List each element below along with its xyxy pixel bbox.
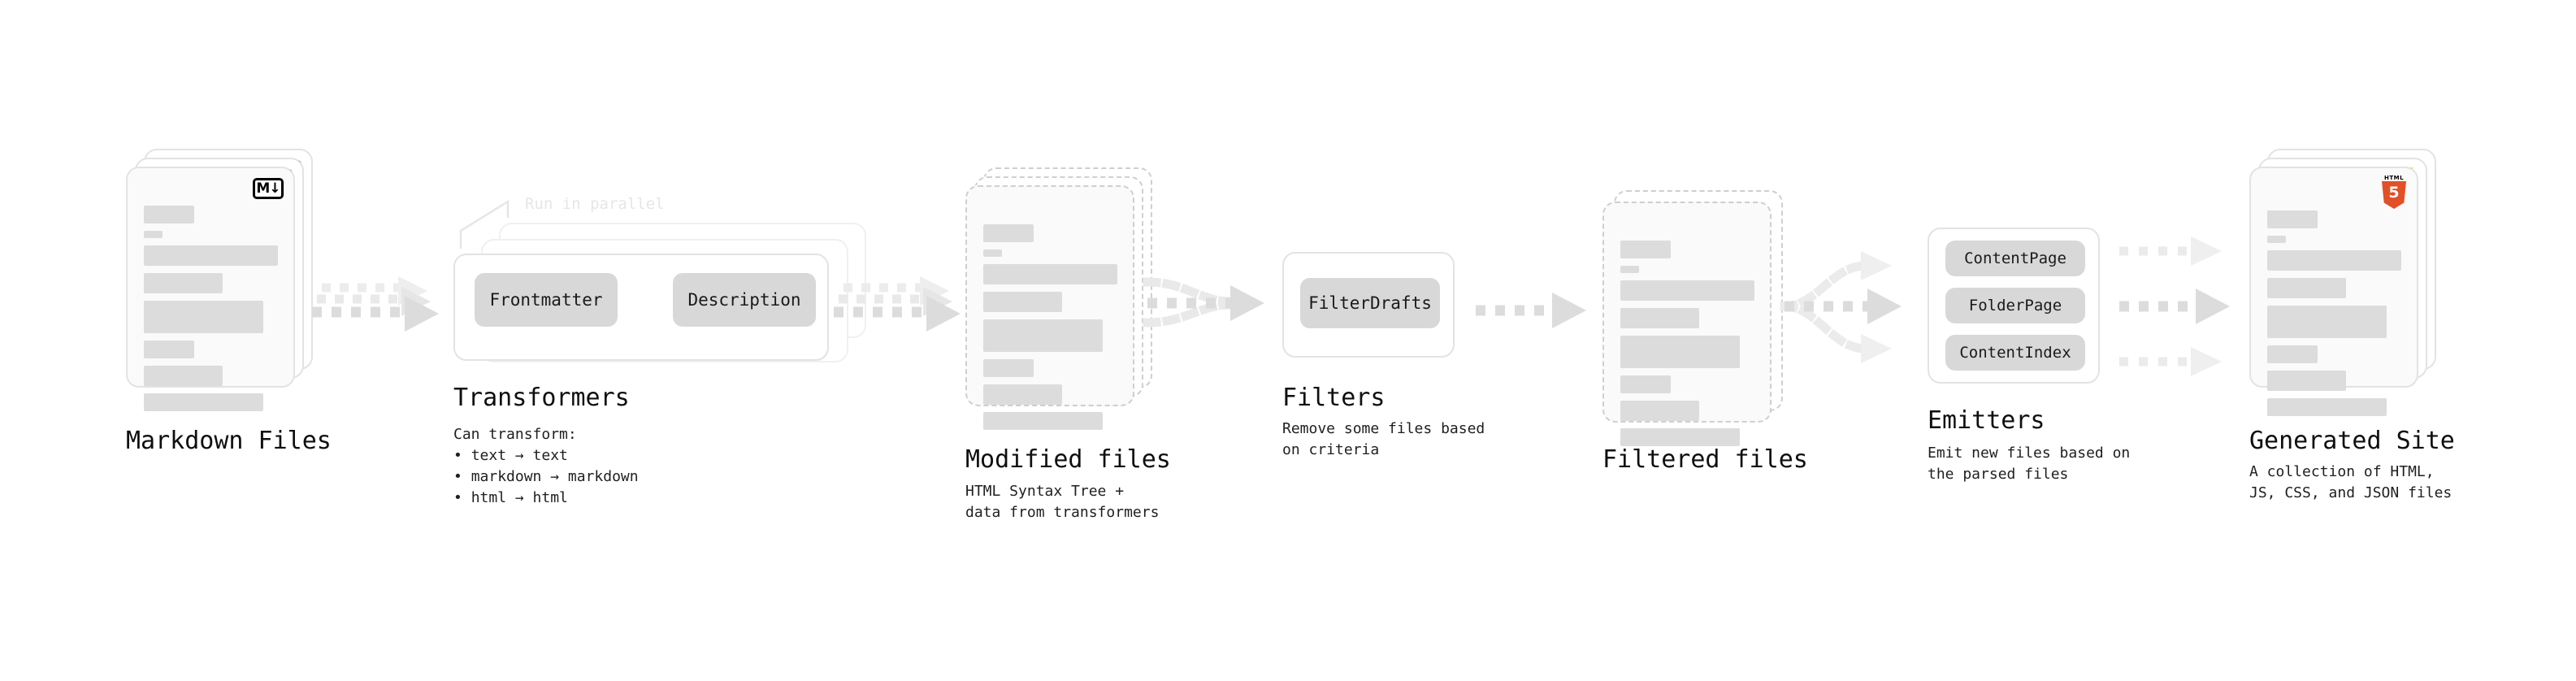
skeleton-lines xyxy=(983,224,1118,437)
transformers-bullet: text → text xyxy=(453,445,639,466)
skeleton-bar xyxy=(144,393,263,411)
transformers-subtitle-header: Can transform: xyxy=(453,426,577,443)
skeleton-bar xyxy=(1620,336,1740,368)
skeleton-bar xyxy=(2267,250,2401,271)
generated-site-subtitle: A collection of HTML, JS, CSS, and JSON … xyxy=(2249,463,2452,501)
skeleton-lines xyxy=(144,206,279,419)
html5-badge-shield: 5 xyxy=(2382,181,2406,209)
skeleton-bar xyxy=(983,384,1062,405)
arrow-filters-to-filtered xyxy=(1472,293,1602,333)
transformer-pill-description[interactable]: Description xyxy=(673,273,816,327)
stage-title-emitters: Emitters xyxy=(1928,406,2045,435)
emitters-group: ContentPage FolderPage ContentIndex xyxy=(1928,228,2100,384)
run-in-parallel-bracket xyxy=(459,195,557,252)
emitter-pill-contentpage[interactable]: ContentPage xyxy=(1945,241,2085,276)
arrow-modified-to-filters xyxy=(1143,264,1290,354)
arrow-transformers-to-modified xyxy=(829,276,967,341)
skeleton-bar xyxy=(2267,371,2346,391)
skeleton-bar xyxy=(144,231,163,238)
stage-title-modified-files: Modified files xyxy=(965,445,1171,474)
skeleton-bar xyxy=(1620,375,1671,393)
stage-title-markdown-files: Markdown Files xyxy=(126,427,332,455)
skeleton-bar xyxy=(1620,241,1671,258)
stage-title-transformers: Transformers xyxy=(453,384,630,412)
stage-title-filters: Filters xyxy=(1282,384,1386,412)
skeleton-bar xyxy=(1620,401,1699,421)
skeleton-lines xyxy=(2267,210,2402,423)
skeleton-bar xyxy=(983,359,1034,377)
skeleton-bar xyxy=(144,245,278,266)
skeleton-bar xyxy=(2267,236,2286,243)
skeleton-bar xyxy=(1620,280,1754,301)
skeleton-bar xyxy=(983,224,1034,242)
skeleton-bar xyxy=(983,319,1103,352)
html5-badge: HTML 5 xyxy=(2379,175,2409,210)
skeleton-bar xyxy=(2267,278,2346,298)
markdown-badge: M↓ xyxy=(253,178,284,199)
skeleton-bar xyxy=(144,206,194,223)
skeleton-bar xyxy=(983,249,1002,257)
modified-file-front xyxy=(965,185,1134,430)
skeleton-bar xyxy=(2267,345,2318,363)
filters-group: FilterDrafts xyxy=(1282,252,1455,358)
skeleton-bar xyxy=(983,264,1117,284)
skeleton-bar xyxy=(144,340,194,358)
transformers-bullet: markdown → markdown xyxy=(453,466,639,488)
skeleton-bar xyxy=(1620,428,1740,446)
skeleton-bar xyxy=(2267,398,2387,416)
run-in-parallel-label: Run in parallel xyxy=(525,195,665,213)
emitter-pill-folderpage[interactable]: FolderPage xyxy=(1945,288,2085,323)
stage-title-filtered-files: Filtered files xyxy=(1602,445,1808,474)
emitters-subtitle: Emit new files based on the parsed files xyxy=(1928,445,2131,483)
filter-pill-filterdrafts[interactable]: FilterDrafts xyxy=(1300,278,1440,328)
skeleton-bar xyxy=(2267,210,2318,228)
arrow-filtered-to-emitters xyxy=(1780,248,1928,370)
skeleton-bar xyxy=(983,292,1062,312)
markdown-file-front: M↓ xyxy=(126,167,295,411)
transformers-details: Can transform: text → text markdown → ma… xyxy=(453,424,639,509)
skeleton-bar xyxy=(1620,266,1639,273)
skeleton-bar xyxy=(144,366,223,386)
transformers-bullet: html → html xyxy=(453,488,639,509)
transformer-pill-frontmatter[interactable]: Frontmatter xyxy=(475,273,618,327)
stage-title-generated-site: Generated Site xyxy=(2249,427,2455,455)
filters-subtitle: Remove some files based on criteria xyxy=(1282,420,1485,458)
transformer-group-front: Frontmatter Description xyxy=(453,254,829,361)
generated-file-html: HTML 5 xyxy=(2249,167,2418,416)
modified-files-subtitle: HTML Syntax Tree + data from transformer… xyxy=(965,483,1160,521)
skeleton-bar xyxy=(144,301,263,333)
skeleton-lines xyxy=(1620,241,1755,453)
transformers-bullet-list: text → text markdown → markdown html → h… xyxy=(453,445,639,509)
skeleton-bar xyxy=(983,412,1103,430)
skeleton-bar xyxy=(1620,308,1699,328)
filtered-file-front xyxy=(1602,202,1772,446)
arrow-markdown-to-transformers xyxy=(307,276,445,341)
arrow-emitters-to-site xyxy=(2116,233,2262,380)
html5-badge-word: HTML xyxy=(2383,175,2405,181)
skeleton-bar xyxy=(2267,306,2387,338)
skeleton-bar xyxy=(144,273,223,293)
emitter-pill-contentindex[interactable]: ContentIndex xyxy=(1945,335,2085,371)
